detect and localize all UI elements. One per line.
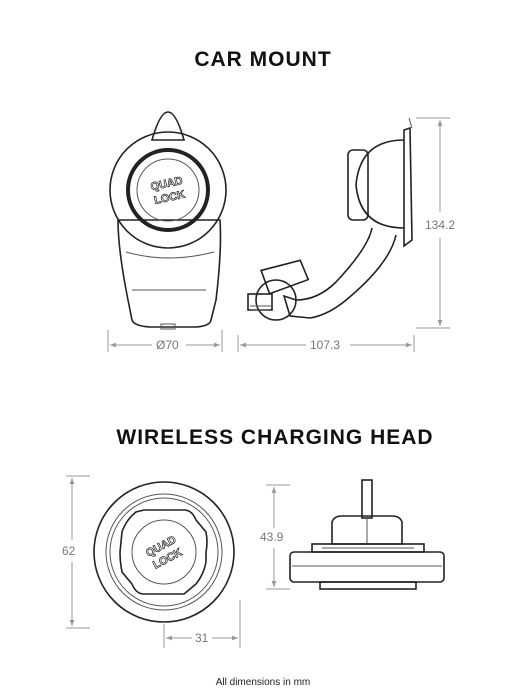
- car-mount-front-view: QUAD LOCK: [109, 111, 227, 330]
- wireless-head-side-view: [289, 479, 445, 590]
- car-mount-diameter-label: Ø70: [154, 338, 181, 352]
- wireless-head-width-label: 31: [193, 631, 211, 645]
- units-footnote: All dimensions in mm: [215, 677, 311, 688]
- car-mount-length-label: 107.3: [308, 338, 343, 352]
- wireless-head-front-view: QUAD LOCK: [93, 481, 235, 623]
- wireless-charging-head-title: WIRELESS CHARGING HEAD: [116, 426, 434, 449]
- car-mount-dimension-lines: [107, 117, 450, 352]
- car-mount-height-label: 134.2: [423, 218, 458, 232]
- car-mount-title: CAR MOUNT: [194, 48, 332, 71]
- wireless-head-dimension-lines: [66, 475, 290, 648]
- car-mount-side-view: [247, 117, 413, 321]
- wireless-head-height-side-label: 43.9: [258, 530, 286, 544]
- wireless-head-height-front-label: 62: [60, 544, 78, 558]
